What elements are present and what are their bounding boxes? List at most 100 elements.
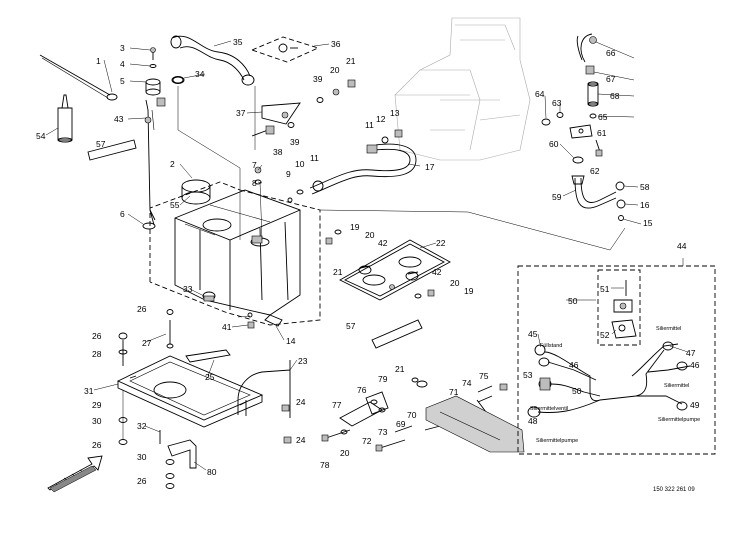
mounting-plate	[339, 239, 451, 301]
callout-8: 8	[252, 178, 257, 188]
callout-34: 34	[195, 69, 205, 79]
return-hose	[571, 175, 626, 221]
callout-70: 70	[407, 410, 417, 420]
callout-22: 22	[436, 238, 446, 248]
bracket-76-77	[339, 377, 428, 427]
label-siliermittelpumpe-right: Siliermittelpumpe	[658, 417, 700, 423]
feed-line	[576, 33, 599, 119]
callout-1: 1	[96, 56, 101, 66]
tank-assembly	[174, 189, 301, 316]
callout-26-top: 26	[137, 304, 147, 314]
callout-39-top: 39	[313, 74, 323, 84]
callout-25: 25	[205, 372, 215, 382]
callout-48: 48	[528, 416, 538, 426]
callout-12: 12	[376, 114, 386, 124]
callout-29: 29	[92, 400, 102, 410]
callout-36: 36	[331, 39, 341, 49]
hose-clamp-parts	[476, 383, 508, 413]
document-reference: 150 322 261 09	[653, 487, 695, 493]
callout-26-bottom: 26	[137, 476, 147, 486]
callout-21-bottom: 21	[395, 364, 405, 374]
callout-35: 35	[233, 37, 243, 47]
bolt-78	[321, 429, 351, 442]
callout-77: 77	[332, 400, 342, 410]
callout-19-right: 19	[464, 286, 474, 296]
sealant-tube	[57, 94, 73, 143]
callout-50-inset: 50	[568, 296, 578, 306]
callout-50-harness: 50	[572, 386, 582, 396]
callout-39-lower: 39	[290, 137, 300, 147]
callout-15: 15	[643, 218, 653, 228]
callout-69: 69	[396, 419, 406, 429]
callout-68: 68	[610, 91, 620, 101]
callout-20-bottom: 20	[340, 448, 350, 458]
callout-72: 72	[362, 436, 372, 446]
left-column-fasteners	[118, 309, 174, 445]
callout-43: 43	[114, 114, 124, 124]
callout-20-mid: 20	[365, 230, 375, 240]
u-bolt	[237, 360, 291, 418]
callout-74: 74	[462, 378, 472, 388]
wiring-harness	[527, 341, 691, 418]
callout-6: 6	[120, 209, 125, 219]
callout-55: 55	[170, 200, 180, 210]
forward-arrow-icon	[47, 455, 103, 493]
callout-62: 62	[590, 166, 600, 176]
callout-leaders	[45, 40, 689, 471]
callout-65: 65	[598, 112, 608, 122]
valve-51	[613, 280, 633, 313]
callout-14: 14	[286, 336, 296, 346]
fittings-7-10	[254, 166, 304, 203]
bolt-39-20-21	[316, 79, 356, 103]
callout-28: 28	[92, 349, 102, 359]
tank-cap-shade	[251, 235, 263, 244]
callout-59: 59	[552, 192, 562, 202]
callout-32: 32	[137, 421, 147, 431]
callout-17: 17	[425, 162, 435, 172]
cover-plate	[425, 395, 525, 453]
decal-57-left	[87, 139, 137, 161]
callout-80: 80	[207, 467, 217, 477]
flange-plate	[250, 36, 320, 63]
callout-54: 54	[36, 131, 46, 141]
callout-67: 67	[606, 74, 616, 84]
callout-46-right: 46	[690, 360, 700, 370]
washer-39-lower	[287, 122, 295, 128]
bracket-80	[159, 430, 197, 489]
callout-58: 58	[640, 182, 650, 192]
callout-11-right: 11	[365, 120, 374, 130]
label-fuellstand: Füllstand	[540, 343, 562, 349]
callout-44: 44	[677, 241, 687, 251]
callout-66: 66	[606, 48, 616, 58]
callout-23: 23	[298, 356, 308, 366]
callout-11-top: 11	[310, 153, 319, 163]
plate-bolts	[325, 229, 435, 299]
inset-frame	[517, 265, 716, 455]
callout-42-right: 42	[432, 267, 442, 277]
callout-30-bottom: 30	[137, 452, 147, 462]
grommet	[171, 76, 185, 84]
callout-76: 76	[357, 385, 367, 395]
callout-9-top: 9	[286, 169, 291, 179]
supply-hose	[309, 129, 417, 195]
callout-57-right: 57	[346, 321, 356, 331]
callout-37: 37	[236, 108, 246, 118]
callout-labels: 1 2 3 4 5 6 7 8 9 10 11 11 12 13 14 15 1…	[36, 37, 700, 486]
callout-75: 75	[479, 371, 489, 381]
callout-45: 45	[528, 329, 538, 339]
callout-53: 53	[523, 370, 533, 380]
callout-63: 63	[552, 98, 562, 108]
plate-52	[611, 319, 637, 339]
callout-7: 7	[252, 160, 257, 170]
inset-sub-frame	[597, 269, 641, 346]
label-siliermittelpumpe-bottom: Siliermittelpumpe	[536, 438, 578, 444]
dipstick	[142, 99, 156, 230]
callout-51: 51	[600, 284, 610, 294]
inset-text-labels: Füllstand Siliermittelventil Siliermitte…	[530, 326, 700, 444]
drain-plug	[202, 291, 216, 302]
callout-52: 52	[600, 330, 610, 340]
callout-21-mid: 21	[333, 267, 343, 277]
callout-71: 71	[449, 387, 459, 397]
mounting-frame	[116, 355, 264, 428]
